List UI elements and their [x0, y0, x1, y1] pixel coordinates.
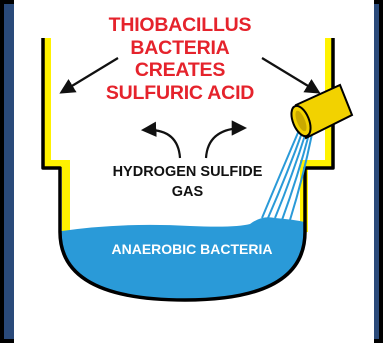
- inflow-pipe-icon: [290, 83, 354, 140]
- arrow-right-down-icon: [261, 57, 321, 94]
- tank-wall: [41, 38, 335, 302]
- title-line-2: BACTERIA: [130, 36, 230, 59]
- curved-arrow-left-icon: [140, 121, 182, 159]
- anaerobic-bacteria-label: ANAEROBIC BACTERIA: [111, 241, 273, 257]
- title-line-1: THIOBACILLUS: [108, 14, 252, 36]
- arrow-left-down-icon: [59, 57, 119, 94]
- curved-arrow-right-icon: [204, 120, 248, 159]
- gas-line-2: GAS: [171, 184, 204, 200]
- acid-coating-left: [43, 38, 70, 232]
- title-line-4: SULFURIC ACID: [105, 81, 255, 104]
- hydrogen-sulfide-label: HYDROGEN SULFIDE GAS: [80, 162, 295, 202]
- water-stream: [261, 127, 313, 221]
- title-line-3: CREATES: [134, 59, 226, 81]
- sulfuric-acid-label: THIOBACILLUS BACTERIA CREATES SULFURIC A…: [95, 14, 265, 104]
- water-body: [60, 217, 305, 300]
- gas-line-1: HYDROGEN SULFIDE: [112, 164, 263, 180]
